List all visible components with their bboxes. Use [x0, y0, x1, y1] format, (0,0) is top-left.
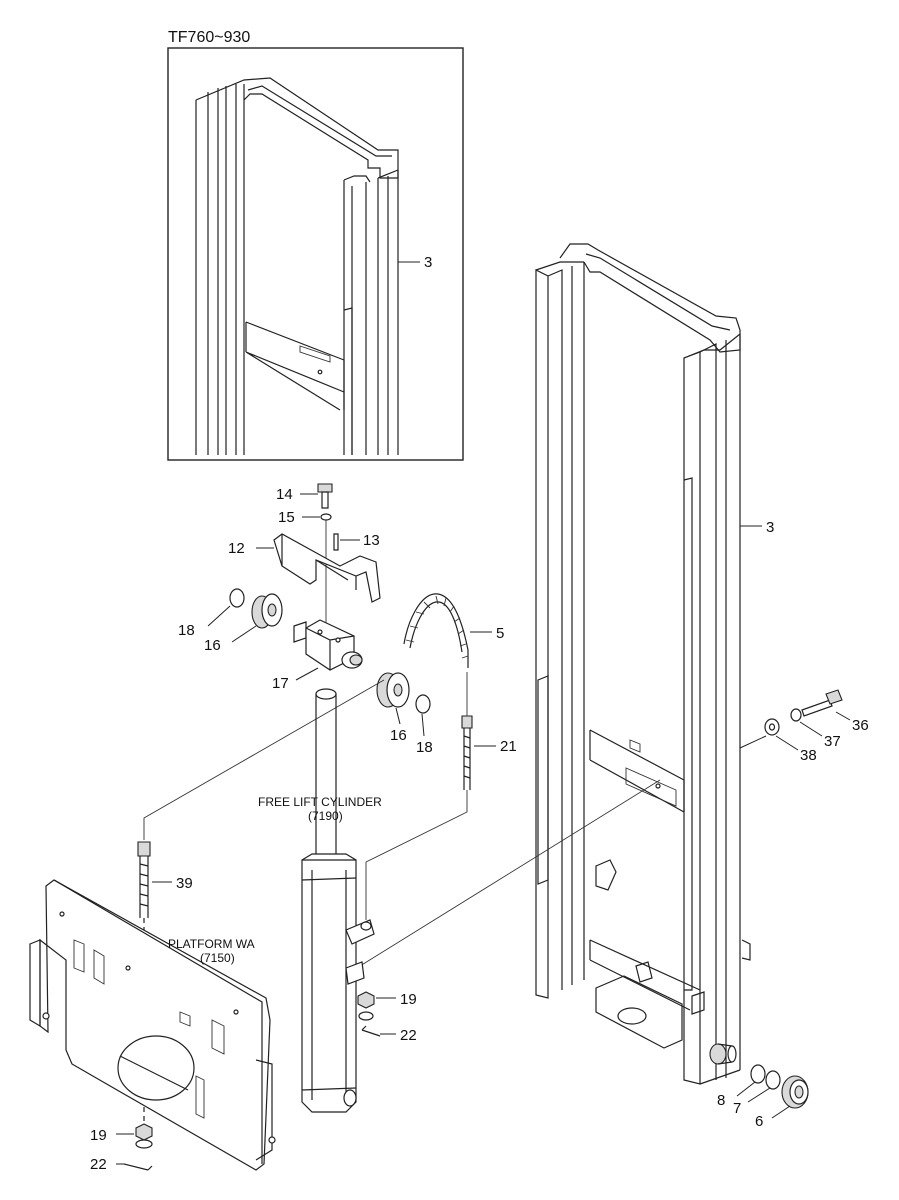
part-5-label: 5 — [496, 625, 504, 642]
inset-title: TF760~930 — [168, 29, 250, 46]
ring-18-left — [229, 588, 245, 608]
washer-15 — [320, 513, 332, 521]
washer-38 — [764, 718, 780, 736]
bolt-14 — [317, 483, 333, 509]
part-7-label: 7 — [733, 1100, 741, 1117]
lift-chain-5 — [403, 593, 469, 668]
routing-line-mast — [359, 779, 661, 967]
nut-19-bottom — [135, 1123, 153, 1149]
part-12-label: 12 — [228, 540, 245, 557]
mast-bearing-6 — [781, 1075, 809, 1109]
part-36-label: 36 — [852, 717, 869, 734]
part-17-label: 17 — [272, 675, 289, 692]
inset-panel: TF760~930 3 — [167, 29, 464, 461]
part-37-label: 37 — [824, 733, 841, 750]
part-15-label: 15 — [278, 509, 295, 526]
part-8-label: 8 — [717, 1092, 725, 1109]
cotter-pin-22-cylinder — [361, 1025, 381, 1037]
free-lift-cylinder — [301, 688, 375, 1113]
part-6-label: 6 — [755, 1113, 763, 1130]
shim-8 — [750, 1064, 766, 1084]
part-14-label: 14 — [276, 486, 293, 503]
part-18-label-left: 18 — [178, 622, 195, 639]
inset-mast-drawing — [195, 77, 420, 455]
outer-mast — [535, 243, 762, 1085]
washer-37 — [790, 708, 802, 722]
inset-part-3-label: 3 — [424, 254, 432, 271]
part-18-label-right: 18 — [416, 739, 433, 756]
chain-anchor-39 — [137, 841, 151, 918]
free-lift-cylinder-code: (7190) — [308, 809, 343, 823]
platform-plate — [29, 879, 276, 1171]
platform-name: PLATFORM WA — [168, 937, 255, 951]
part-21-label: 21 — [500, 738, 517, 755]
part-19-label-cylinder: 19 — [400, 991, 417, 1008]
chain-anchor-21 — [461, 715, 473, 790]
platform-code: (7150) — [200, 951, 235, 965]
part-22-label-bottom: 22 — [90, 1156, 107, 1173]
inset-frame — [167, 47, 464, 461]
cotter-pin-22-bottom — [123, 1163, 153, 1171]
part-38-label: 38 — [800, 747, 817, 764]
sheave-16-right — [376, 672, 410, 708]
part-19-label-bottom: 19 — [90, 1127, 107, 1144]
part-39-label: 39 — [176, 875, 193, 892]
routing-line-center — [365, 790, 468, 920]
routing-line-left — [143, 679, 385, 840]
part-16-label-left: 16 — [204, 637, 221, 654]
part-16-label-right: 16 — [390, 727, 407, 744]
sheave-16-left — [251, 593, 283, 629]
free-lift-cylinder-name: FREE LIFT CYLINDER — [258, 795, 382, 809]
bolt-36 — [801, 689, 843, 717]
nut-19-cylinder — [357, 991, 375, 1009]
part-3-label: 3 — [766, 519, 774, 536]
part-13-label: 13 — [363, 532, 380, 549]
shim-7 — [765, 1070, 781, 1090]
pin-13 — [333, 533, 339, 551]
washer-cylinder — [358, 1011, 374, 1021]
part-22-label-cylinder: 22 — [400, 1027, 417, 1044]
sheave-shaft-17 — [293, 619, 363, 671]
ring-18-right — [415, 694, 431, 714]
bracket-12 — [273, 533, 381, 603]
